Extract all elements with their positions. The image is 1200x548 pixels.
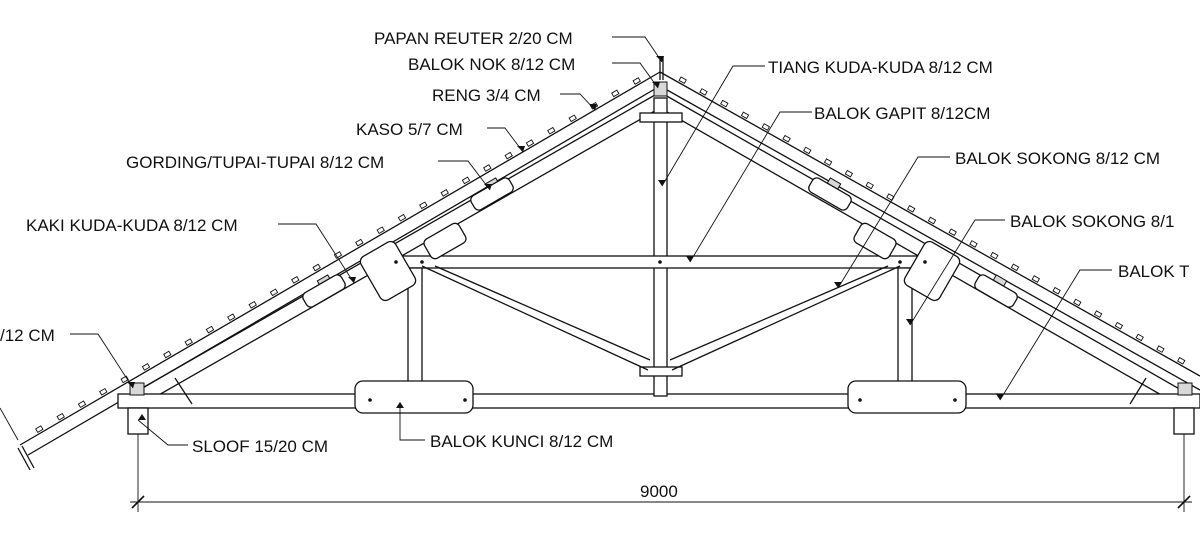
leader-arrows [127, 56, 1004, 420]
reng-batten [461, 176, 471, 185]
reng-batten [419, 201, 428, 210]
reng-batten [782, 134, 791, 143]
reng-batten [227, 313, 236, 322]
reng-batten [948, 228, 957, 237]
reng-batten [333, 251, 343, 259]
reng-batten [969, 240, 978, 248]
bolts [368, 260, 957, 402]
reng-batten [844, 169, 854, 178]
reng-battens-right [678, 76, 1186, 365]
label-sloof: SLOOF 15/20 CM [192, 437, 328, 456]
reng-batten [1093, 310, 1103, 318]
reng-batten [990, 251, 999, 260]
reng-batten [504, 151, 513, 160]
reng-batten [1031, 275, 1041, 283]
reng-batten [77, 400, 87, 409]
label-balok-sokong-2: BALOK SOKONG 8/1 [1010, 212, 1174, 231]
reng-batten [1135, 333, 1144, 342]
reng-batten [803, 146, 812, 155]
reng-batten [1114, 321, 1124, 330]
clamp-plates [354, 222, 967, 414]
label-balok-kunci: BALOK KUNCI 8/12 CM [430, 432, 613, 451]
reng-batten [927, 216, 937, 225]
label-kaki-kuda-kuda: KAKI KUDA-KUDA 8/12 CM [26, 216, 238, 235]
reng-batten [35, 425, 44, 433]
reng-batten [740, 111, 750, 120]
reng-batten [205, 325, 215, 334]
label-balok-sokong-1: BALOK SOKONG 8/12 CM [955, 149, 1160, 168]
reng-batten [761, 123, 771, 131]
reng-batten [632, 77, 641, 85]
label-left-cut: /12 CM [0, 326, 55, 345]
reng-batten [865, 181, 874, 190]
reng-batten [56, 412, 65, 421]
reng-batten [886, 193, 895, 201]
label-balok-gapit: BALOK GAPIT 8/12CM [814, 104, 990, 123]
gording-purlins [129, 177, 1193, 396]
reng-batten [141, 363, 151, 371]
reng-batten [699, 88, 708, 96]
reng-batten [1156, 345, 1165, 353]
reng-battens-left [35, 77, 641, 433]
reng-batten [525, 139, 535, 147]
reng-batten [906, 204, 916, 213]
reng-batten [312, 263, 321, 272]
sloof-right [1173, 407, 1195, 435]
sloof-left [127, 407, 149, 435]
labels: PAPAN REUTER 2/20 CM BALOK NOK 8/12 CM R… [0, 29, 1190, 456]
reng-batten [99, 387, 108, 396]
label-kaso: KASO 5/7 CM [356, 120, 463, 139]
label-papan-reuter: PAPAN REUTER 2/20 CM [374, 29, 573, 48]
reng-batten [376, 226, 385, 235]
balok-sokong [421, 265, 901, 371]
reng-batten [1176, 356, 1186, 365]
label-reng: RENG 3/4 CM [432, 86, 541, 105]
reng-batten [611, 89, 620, 98]
reng-batten [568, 114, 577, 123]
reng-batten [823, 158, 833, 166]
reng-batten [184, 338, 193, 346]
reng-batten [355, 238, 364, 247]
reng-batten [1073, 298, 1082, 307]
reng-batten [291, 276, 300, 284]
label-gording: GORDING/TUPAI-TUPAI 8/12 CM [126, 153, 384, 172]
label-balok-t: BALOK T [1118, 262, 1190, 281]
reng-batten [248, 300, 257, 309]
leader-lines [70, 36, 1112, 446]
reng-batten [1010, 263, 1020, 272]
reng-batten [269, 288, 279, 297]
label-balok-nok: BALOK NOK 8/12 CM [408, 55, 575, 74]
reng-batten [163, 350, 172, 359]
label-tiang-kuda-kuda: TIANG KUDA-KUDA 8/12 CM [768, 58, 993, 77]
balok-nok [653, 56, 668, 97]
reng-batten [720, 99, 729, 108]
reng-batten [678, 76, 687, 85]
reng-batten [1052, 286, 1061, 295]
reng-batten [440, 189, 449, 197]
eave-overhang-left [0, 377, 1147, 471]
dimension-line: 9000 [130, 434, 1192, 512]
span-dimension: 9000 [640, 482, 678, 501]
tiang-kuda-kuda [639, 97, 683, 397]
reng-batten [397, 213, 407, 222]
reng-batten [547, 126, 556, 135]
reng-batten [483, 164, 492, 172]
